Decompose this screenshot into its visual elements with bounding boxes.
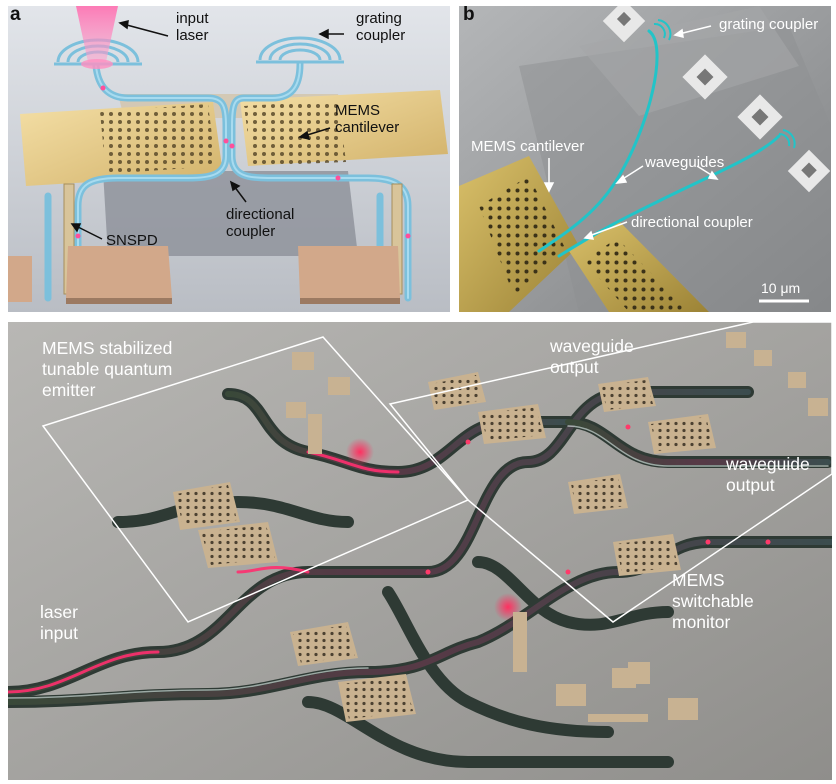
label-snspd: SNSPD (106, 232, 158, 249)
label-emitter: MEMS stabilized tunable quantum emitter (42, 338, 173, 400)
label-waveguide-output-right: waveguide output (726, 454, 810, 495)
scale-bar-label: 10 μm (761, 280, 801, 296)
contact-pad-left (66, 246, 172, 298)
label-sem-waveguides: waveguides (645, 154, 725, 171)
label-sem-directional-coupler: directional coupler (631, 214, 753, 231)
label-waveguide-output-top: waveguide output (550, 336, 634, 377)
panel-b: b grating coupler MEMS cantilever wavegu… (459, 6, 831, 312)
grating-coupler-right (256, 36, 344, 64)
label-sem-grating-coupler: grating coupler (719, 16, 819, 33)
panel-a-illustration (8, 6, 450, 312)
panel-label-a: a (10, 6, 21, 25)
panel-c-region-outlines (41, 322, 832, 623)
contact-pad-right (298, 246, 400, 298)
panel-c-contact-pads (286, 332, 828, 722)
label-mems-cantilever: MEMS cantilever (335, 102, 400, 136)
label-directional-coupler: directional coupler (226, 206, 295, 240)
sem-waveguides (537, 29, 781, 258)
label-sem-mems-cantilever: MEMS cantilever (471, 138, 585, 155)
label-switchable-monitor: MEMS switchable monitor (672, 570, 754, 632)
label-grating-coupler: grating coupler (356, 10, 406, 44)
label-laser-input: laser input (40, 602, 78, 643)
panel-a: a input laser grating coupler MEMS canti… (8, 6, 450, 312)
panel-label-b: b (463, 6, 475, 25)
label-input-laser: input laser (176, 10, 209, 44)
laser-beam (76, 6, 118, 62)
switch-region-outline (388, 322, 832, 623)
panel-c-mems-cantilevers (173, 372, 716, 722)
panel-c: MEMS stabilized tunable quantum emitter … (8, 322, 832, 780)
panel-b-sem-image (459, 6, 831, 312)
panel-c-illustration (8, 322, 832, 780)
